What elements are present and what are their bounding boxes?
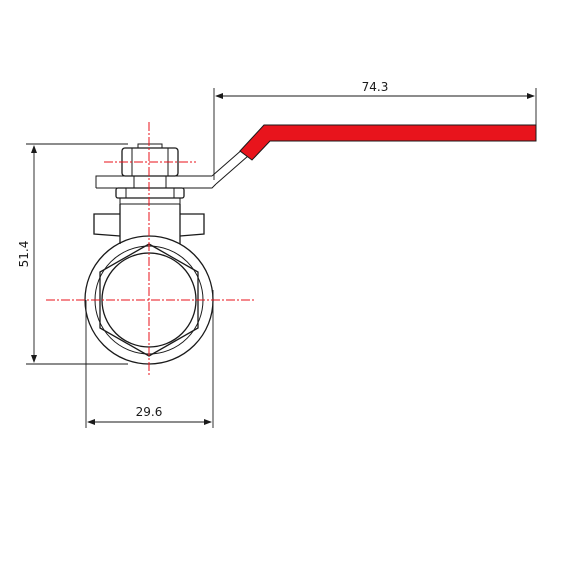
dimension-bottom: 29.6 bbox=[85, 290, 214, 428]
lever-handle bbox=[95, 124, 537, 189]
lever-bracket bbox=[95, 175, 212, 188]
lever-rod-upper bbox=[211, 147, 245, 177]
dimension-label-left: 51.4 bbox=[17, 241, 31, 268]
valve-bonnet bbox=[93, 204, 205, 244]
stem-collar bbox=[133, 175, 167, 189]
washer bbox=[119, 197, 181, 205]
stop-lug-left bbox=[93, 213, 121, 237]
lever-grip bbox=[239, 124, 537, 161]
stop-lug-right bbox=[179, 213, 205, 237]
centerlines bbox=[46, 122, 254, 376]
stem-top bbox=[137, 143, 163, 149]
stem-nut bbox=[115, 143, 185, 205]
dimension-top: 74.3 bbox=[213, 80, 537, 180]
lever-rod-lower bbox=[215, 155, 249, 185]
dimension-left: 51.4 bbox=[17, 143, 128, 365]
dimension-label-bottom: 29.6 bbox=[136, 405, 163, 419]
dimension-label-top: 74.3 bbox=[362, 80, 389, 94]
